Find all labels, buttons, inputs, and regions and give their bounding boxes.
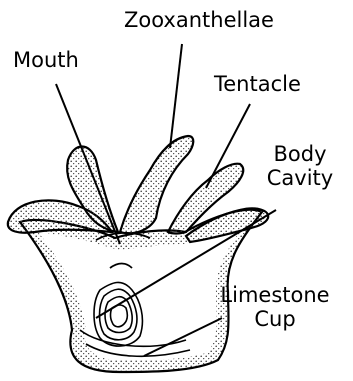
label-body-cavity: Body Cavity <box>255 142 345 190</box>
label-limestone-cup-line-1: Limestone <box>198 283 352 307</box>
label-mouth: Mouth <box>13 48 79 72</box>
label-tentacle: Tentacle <box>214 72 301 96</box>
label-zooxanthellae: Zooxanthellae <box>124 8 274 32</box>
pointer-zooxanthellae <box>170 44 182 148</box>
label-limestone-cup-line-2: Cup <box>198 307 352 331</box>
label-body-cavity-line-2: Cavity <box>255 166 345 190</box>
label-limestone-cup: Limestone Cup <box>198 283 352 331</box>
label-body-cavity-line-1: Body <box>255 142 345 166</box>
